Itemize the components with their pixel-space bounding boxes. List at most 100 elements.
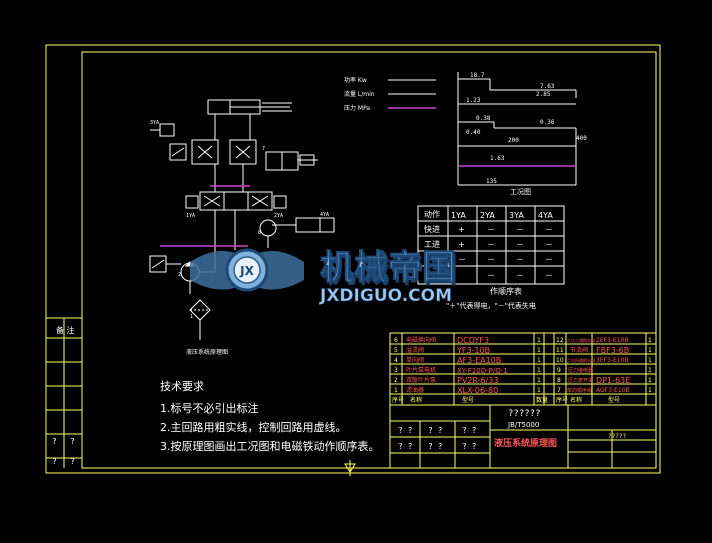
row1-3ya: －: [516, 225, 524, 234]
row4-3ya: －: [516, 271, 524, 280]
part-4-qty: 1: [537, 357, 541, 364]
part-11-name: 节流阀: [570, 346, 588, 354]
cycle-val-1-23: 1.23: [466, 97, 481, 104]
part-1-model: XLX-06-80: [457, 386, 498, 395]
cycle-val-0-40: 0.40: [466, 129, 481, 136]
th-3ya: 3YA: [509, 211, 524, 220]
label-4ya: 4YA: [320, 212, 329, 218]
label-3ya: 3YA: [150, 120, 159, 126]
parts-header-qty: 数量: [536, 396, 548, 404]
part-2-model: PV2R-6/33: [457, 376, 498, 385]
watermark-badge-text: JX: [239, 264, 254, 278]
part-8-no: 8: [557, 377, 561, 384]
parts-list-left: 6 电磁换向阀 DCDYF3 1 5 溢流阀 YF3-10B 1 4 单向阀 A…: [392, 336, 548, 404]
parts-header-right-no: 序号: [556, 396, 568, 404]
cycle-val-0-36: 0.36: [540, 119, 555, 126]
row2-4ya: －: [545, 240, 553, 249]
part-11-model: FBF3-6B: [596, 346, 629, 355]
part-8-name: 压力表开关: [568, 377, 593, 384]
cycle-val-18-7: 18.7: [470, 72, 485, 79]
part-9-name: 压力继电器: [568, 367, 593, 374]
row4-4ya: －: [545, 271, 553, 280]
label-num-7: 7: [262, 146, 265, 152]
part-8-model: DP1-63E: [596, 376, 630, 385]
part-2-no: 2: [394, 377, 398, 384]
cycle-chart-title: 工况图: [510, 188, 531, 196]
part-4-no: 4: [394, 357, 398, 364]
part-12-no: 12: [556, 337, 564, 344]
outer-frame: [45, 44, 661, 474]
circuit-caption: 液压系统原理图: [186, 348, 228, 356]
watermark-brand: 机械帝国: [320, 248, 456, 288]
title-block-grid: [389, 404, 657, 469]
label-num-2: 2: [178, 272, 181, 278]
cycle-val-1-63: 1.63: [490, 155, 505, 162]
part-7-no: 7: [557, 387, 561, 394]
part-6-no: 6: [394, 337, 398, 344]
row4-2ya: －: [487, 271, 495, 280]
legend: 功率 Kw 流量 L/min 压力 MPa: [344, 76, 436, 112]
parts-list-grid: [389, 332, 657, 406]
part-3-qty: 1: [537, 367, 541, 374]
titleblock-code: ??????: [508, 409, 541, 419]
row2-3ya: －: [516, 240, 524, 249]
part-1-qty: 1: [537, 387, 541, 394]
parts-header-name: 名称: [410, 396, 422, 404]
th-action: 动作: [424, 209, 440, 219]
legend-flow-label: 流量 L/min: [344, 90, 375, 98]
cycle-val-400: 400: [576, 135, 587, 142]
watermark-brand-shadow: 机械帝国: [322, 251, 458, 291]
cycle-val-0-38: 0.38: [476, 115, 491, 122]
watermark-site: JXDIGUO.COM: [319, 286, 452, 306]
titleblock-mark-1: ? ?: [398, 426, 413, 435]
cycle-val-2-85: 2.85: [536, 91, 551, 98]
part-5-model: YF3-10B: [456, 346, 490, 355]
th-2ya: 2YA: [480, 211, 495, 220]
part-3-name: 叶片泵电机: [406, 366, 436, 374]
row3-3ya: －: [516, 255, 524, 264]
part-6-qty: 1: [537, 337, 541, 344]
part-6-name: 电磁换向阀: [406, 336, 436, 344]
part-10-qty: 1: [648, 357, 652, 364]
parts-header-no: 序号: [392, 396, 404, 404]
titleblock-mark-2: ? ?: [428, 426, 443, 435]
part-8-qty: 1: [648, 377, 652, 384]
part-5-no: 5: [394, 347, 398, 354]
label-2ya: 2YA: [274, 213, 283, 219]
action-table-note-title: 作顺序表: [490, 286, 522, 296]
tech-item-3: 3.按原理图画出工况图和电磁铁动作顺序表。: [160, 439, 380, 453]
sidebar-mark-1: ?: [52, 437, 57, 446]
part-1-name: 滤油器: [406, 386, 424, 394]
part-2-qty: 1: [537, 377, 541, 384]
tech-title: 技术要求: [160, 380, 204, 393]
tech-item-2: 2.主回路用粗实线，控制回路用虚线。: [160, 420, 347, 434]
part-12-model: 2EF3-E10B: [596, 337, 629, 344]
cycle-chart: [457, 72, 577, 186]
part-7-model: AGF3-E10B: [596, 387, 630, 394]
cycle-val-200: 200: [508, 137, 519, 144]
row3-2ya: －: [487, 255, 495, 264]
row1-action: 快进: [424, 224, 440, 234]
titleblock-scale: ?????: [608, 433, 626, 440]
sidebar-mark-4: ?: [70, 457, 75, 466]
part-5-name: 溢流阀: [406, 346, 424, 354]
part-9-qty: 1: [648, 367, 652, 374]
part-2-name: 双联叶片泵: [406, 376, 436, 384]
left-side-strip: [46, 317, 82, 468]
parts-header-right-name: 名称: [570, 396, 582, 404]
titleblock-mark-3: ? ?: [462, 426, 477, 435]
part-4-model: AF3-EA10B: [457, 356, 501, 365]
hydraulic-circuit: [149, 99, 335, 340]
titleblock-mark-5: ? ?: [428, 442, 443, 451]
legend-pressure-label: 压力 MPa: [344, 104, 370, 112]
row3-1ya: －: [458, 255, 466, 264]
drawing-name: 液压系统原理图: [494, 437, 557, 449]
cycle-val-7-63: 7.63: [540, 83, 555, 90]
part-3-no: 3: [394, 367, 398, 374]
action-table-cells: 动作 1YA 2YA 3YA 4YA 快进 + － － － 工进 + － － －…: [424, 209, 553, 280]
part-5-qty: 1: [537, 347, 541, 354]
part-12-name: 二位二通换向阀: [567, 337, 595, 343]
parts-list-right: 12 二位二通换向阀 2EF3-E10B 1 11 节流阀 FBF3-6B 1 …: [556, 337, 652, 404]
titleblock-std: JB/T5000: [507, 421, 539, 429]
